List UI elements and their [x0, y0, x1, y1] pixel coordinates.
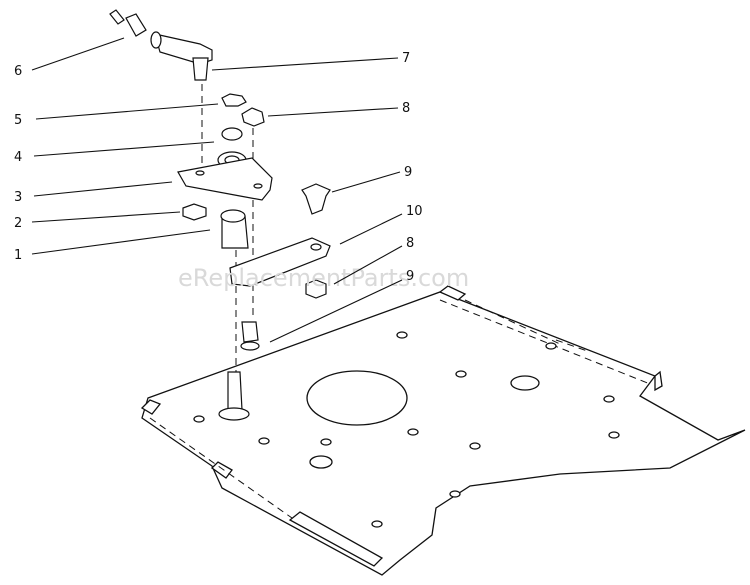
callout-5: 5	[14, 113, 22, 128]
callout-9-lower: 9	[406, 269, 414, 284]
callout-3: 3	[14, 190, 22, 205]
nut-2	[182, 203, 207, 221]
stacked-hardware	[177, 93, 331, 421]
leader-lines	[31, 37, 403, 343]
callout-2: 2	[14, 216, 22, 231]
mounting-plate	[140, 285, 746, 576]
link-10	[229, 237, 331, 287]
washer-4	[221, 127, 243, 141]
bolt-9-lower	[241, 321, 259, 343]
watermark-text: eReplacementParts.com	[178, 264, 469, 292]
callout-8-lower: 8	[406, 236, 414, 251]
callout-numbers: 6 7 5 8 4 3 9 2 10 1 8 9	[14, 51, 423, 284]
ball-joint-assembly	[109, 9, 213, 81]
nut-8-lower	[305, 279, 327, 299]
callout-6: 6	[14, 64, 22, 79]
callout-1: 1	[14, 248, 22, 263]
stud	[227, 371, 243, 411]
callout-7: 7	[402, 51, 410, 66]
callout-9-upper: 9	[404, 165, 412, 180]
plate-3	[177, 157, 273, 201]
callout-4: 4	[14, 150, 22, 165]
callout-8-upper: 8	[402, 101, 410, 116]
bolt-9-upper	[301, 183, 331, 215]
nut-5	[221, 93, 247, 107]
nut-8-upper	[241, 107, 265, 127]
callout-10: 10	[406, 204, 423, 219]
